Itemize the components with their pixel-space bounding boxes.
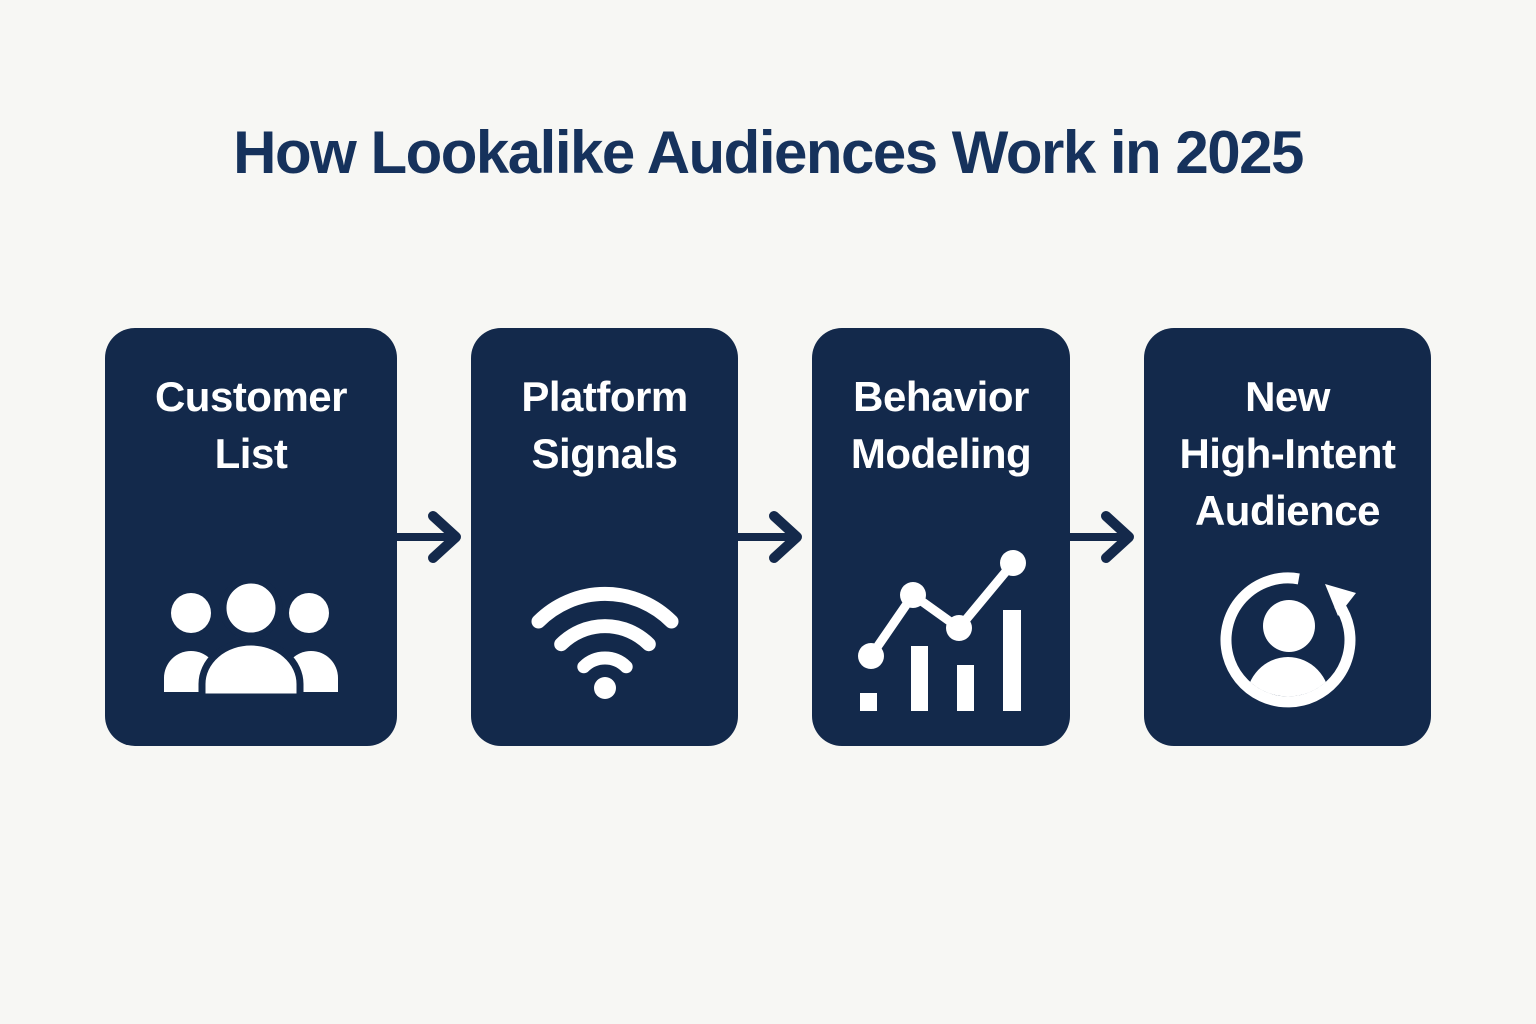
lookalike-audiences-infographic: How Lookalike Audiences Work in 2025 Cus… — [0, 118, 1536, 1024]
right-arrow-icon — [397, 511, 461, 563]
flow-diagram: Customer List Platform Signals — [0, 328, 1536, 746]
wifi-signal-icon — [531, 587, 678, 699]
step-label: Behavior Modeling — [850, 373, 1032, 478]
step-label: Customer List — [154, 373, 348, 478]
right-arrow-icon — [1070, 511, 1134, 563]
trend-chart-icon — [858, 550, 1026, 711]
step-label: New High-Intent Audience — [1179, 373, 1396, 535]
right-arrow-icon — [738, 511, 802, 563]
step-card-new-high-intent-audience: New High-Intent Audience — [1144, 328, 1431, 746]
page-title: How Lookalike Audiences Work in 2025 — [233, 119, 1304, 186]
step-card-customer-list: Customer List — [105, 328, 397, 746]
audience-refresh-icon — [1220, 572, 1356, 708]
step-card-platform-signals: Platform Signals — [471, 328, 738, 746]
step-label: Platform Signals — [521, 373, 688, 478]
step-card-behavior-modeling: Behavior Modeling — [812, 328, 1070, 746]
group-people-icon — [164, 580, 338, 700]
